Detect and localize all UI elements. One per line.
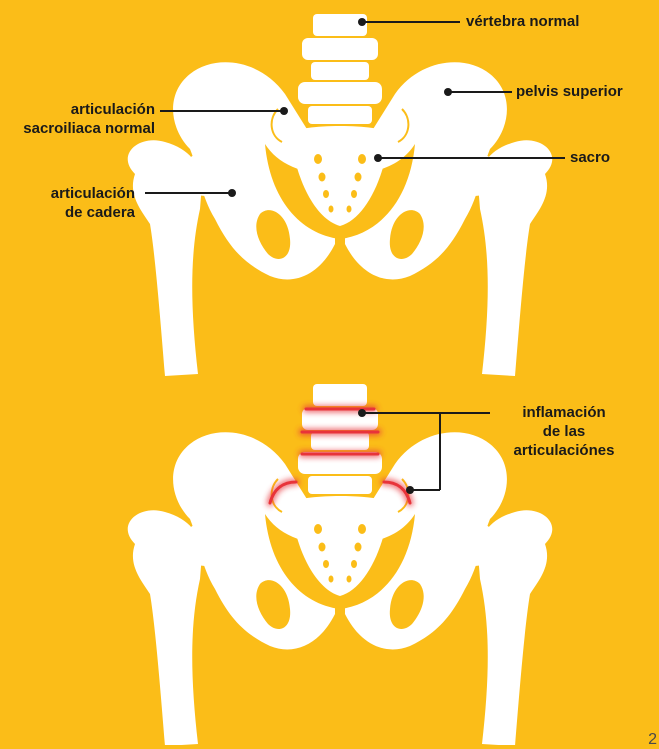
inflammation-dot-2 xyxy=(406,486,414,494)
pelvis-inflamed xyxy=(128,384,553,745)
hip-label-line1: articulación xyxy=(51,184,135,203)
si-joint-dot xyxy=(280,107,288,115)
hip-label: articulación de cadera xyxy=(51,184,135,222)
pelvis-normal xyxy=(128,14,553,376)
inflammation-label-line2: de las xyxy=(494,422,634,441)
si-joint-label: articulación sacroiliaca normal xyxy=(23,100,155,138)
hip-label-line2: de cadera xyxy=(51,203,135,222)
si-joint-label-line1: articulación xyxy=(23,100,155,119)
vertebra-dot xyxy=(358,18,366,26)
inflammation-label: inflamación de las articulaciónes xyxy=(494,403,634,460)
pelvis-dot xyxy=(444,88,452,96)
inflammation-label-line3: articulaciónes xyxy=(494,441,634,460)
hip-dot xyxy=(228,189,236,197)
sacrum-dot xyxy=(374,154,382,162)
inflammation-dot-1 xyxy=(358,409,366,417)
vertebra-label: vértebra normal xyxy=(466,12,579,31)
si-joint-label-line2: sacroiliaca normal xyxy=(23,119,155,138)
sacrum-label: sacro xyxy=(570,148,610,167)
pelvis-label: pelvis superior xyxy=(516,82,623,101)
page-number: 2 xyxy=(648,731,657,749)
inflammation-label-line1: inflamación xyxy=(494,403,634,422)
